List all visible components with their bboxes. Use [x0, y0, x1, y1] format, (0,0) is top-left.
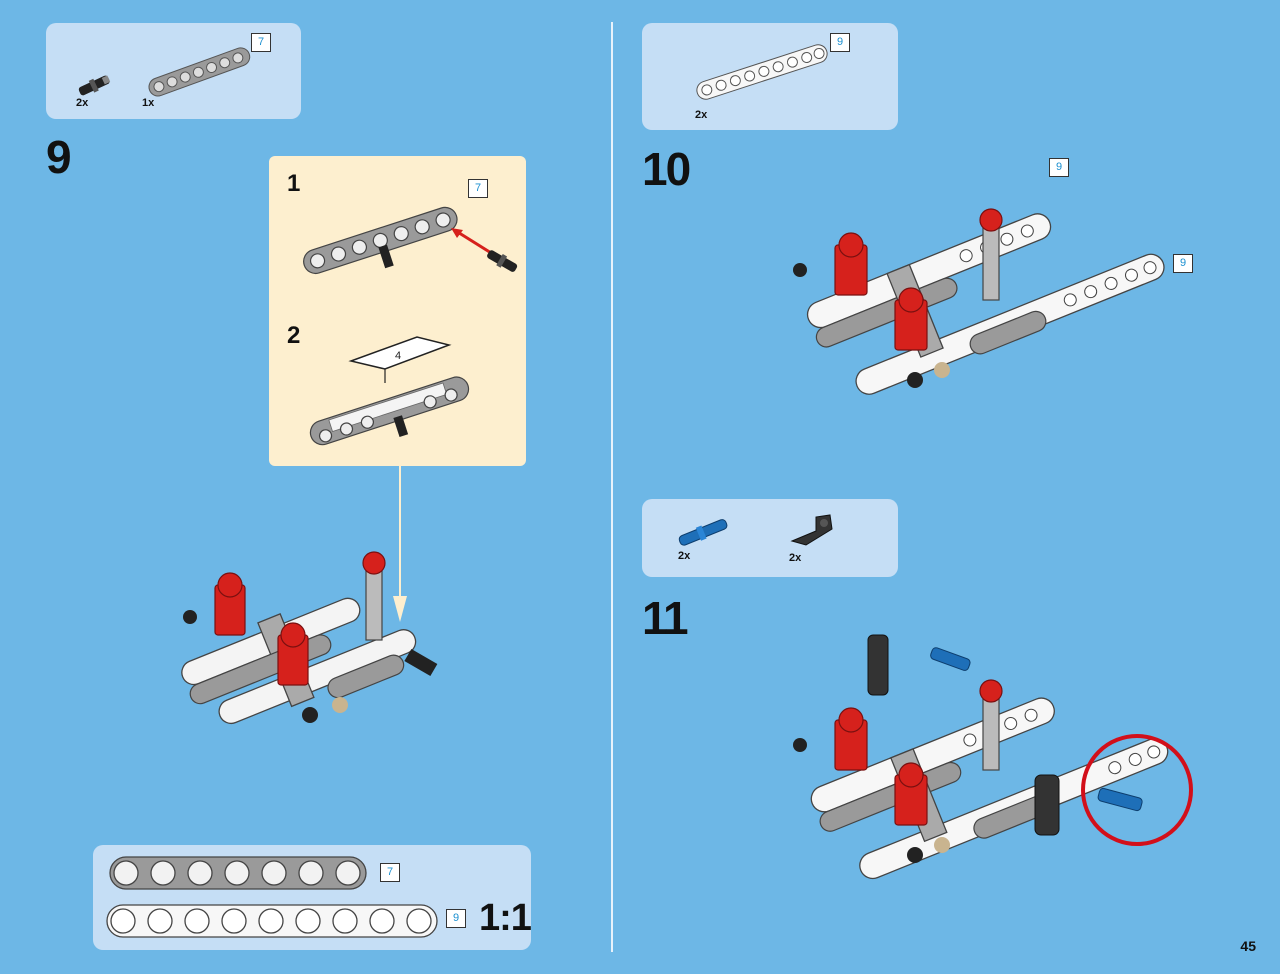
- scale-label: 1:1: [479, 897, 532, 939]
- beam-7-actual-size: [109, 856, 367, 890]
- step9-model-illustration: [181, 551, 438, 725]
- step-number-11: 11: [642, 592, 689, 644]
- white-beam-9-icon: [696, 44, 828, 100]
- step11-model-illustration: [793, 634, 1169, 880]
- black-connector-icon: [790, 514, 833, 546]
- step10-model-illustration: [793, 208, 1165, 395]
- beam-9-actual-size: [106, 904, 438, 938]
- page-divider: [611, 22, 613, 952]
- beam-quantity: 1x: [142, 97, 155, 109]
- step11-parts-panel: 2x 2x: [642, 499, 898, 577]
- step10-beam-tag-top: 9: [1049, 158, 1069, 177]
- pin-quantity: 2x: [76, 97, 89, 109]
- sticker-number: 4: [395, 350, 401, 362]
- substep1-beam-tag: 7: [468, 179, 488, 198]
- substep-number-2: 2: [287, 322, 301, 349]
- gray-beam-7-icon: [148, 47, 251, 97]
- step9-parts-panel: 2x 1x 7: [46, 23, 301, 119]
- substep-number-1: 1: [287, 170, 301, 197]
- beam-7-scale-tag: 7: [380, 863, 400, 882]
- scale-reference-panel: 7 9 1:1: [93, 845, 532, 950]
- step9-subassembly-panel: 1 7 2 4: [269, 156, 526, 466]
- substep1-beam-with-pins-illustration: [303, 206, 518, 275]
- beam-quantity: 2x: [695, 109, 708, 121]
- callout-circle: [1081, 734, 1193, 846]
- step-number-10: 10: [642, 143, 691, 195]
- step10-beam-tag-right: 9: [1173, 254, 1193, 273]
- black-pin-icon: [78, 75, 111, 96]
- step10-parts-panel: 2x 9: [642, 23, 898, 130]
- blue-pin-quantity: 2x: [678, 550, 691, 562]
- page-number: 45: [1240, 938, 1256, 954]
- connector-quantity: 2x: [789, 552, 802, 564]
- beam-length-tag: 7: [251, 33, 271, 52]
- substep2-sticker-beam-illustration: 4: [309, 336, 470, 446]
- beam-length-tag: 9: [830, 33, 850, 52]
- blue-pin-icon: [678, 519, 728, 546]
- step-number-9: 9: [46, 131, 72, 183]
- insert-arrow: [393, 466, 407, 622]
- beam-9-scale-tag: 9: [446, 909, 466, 928]
